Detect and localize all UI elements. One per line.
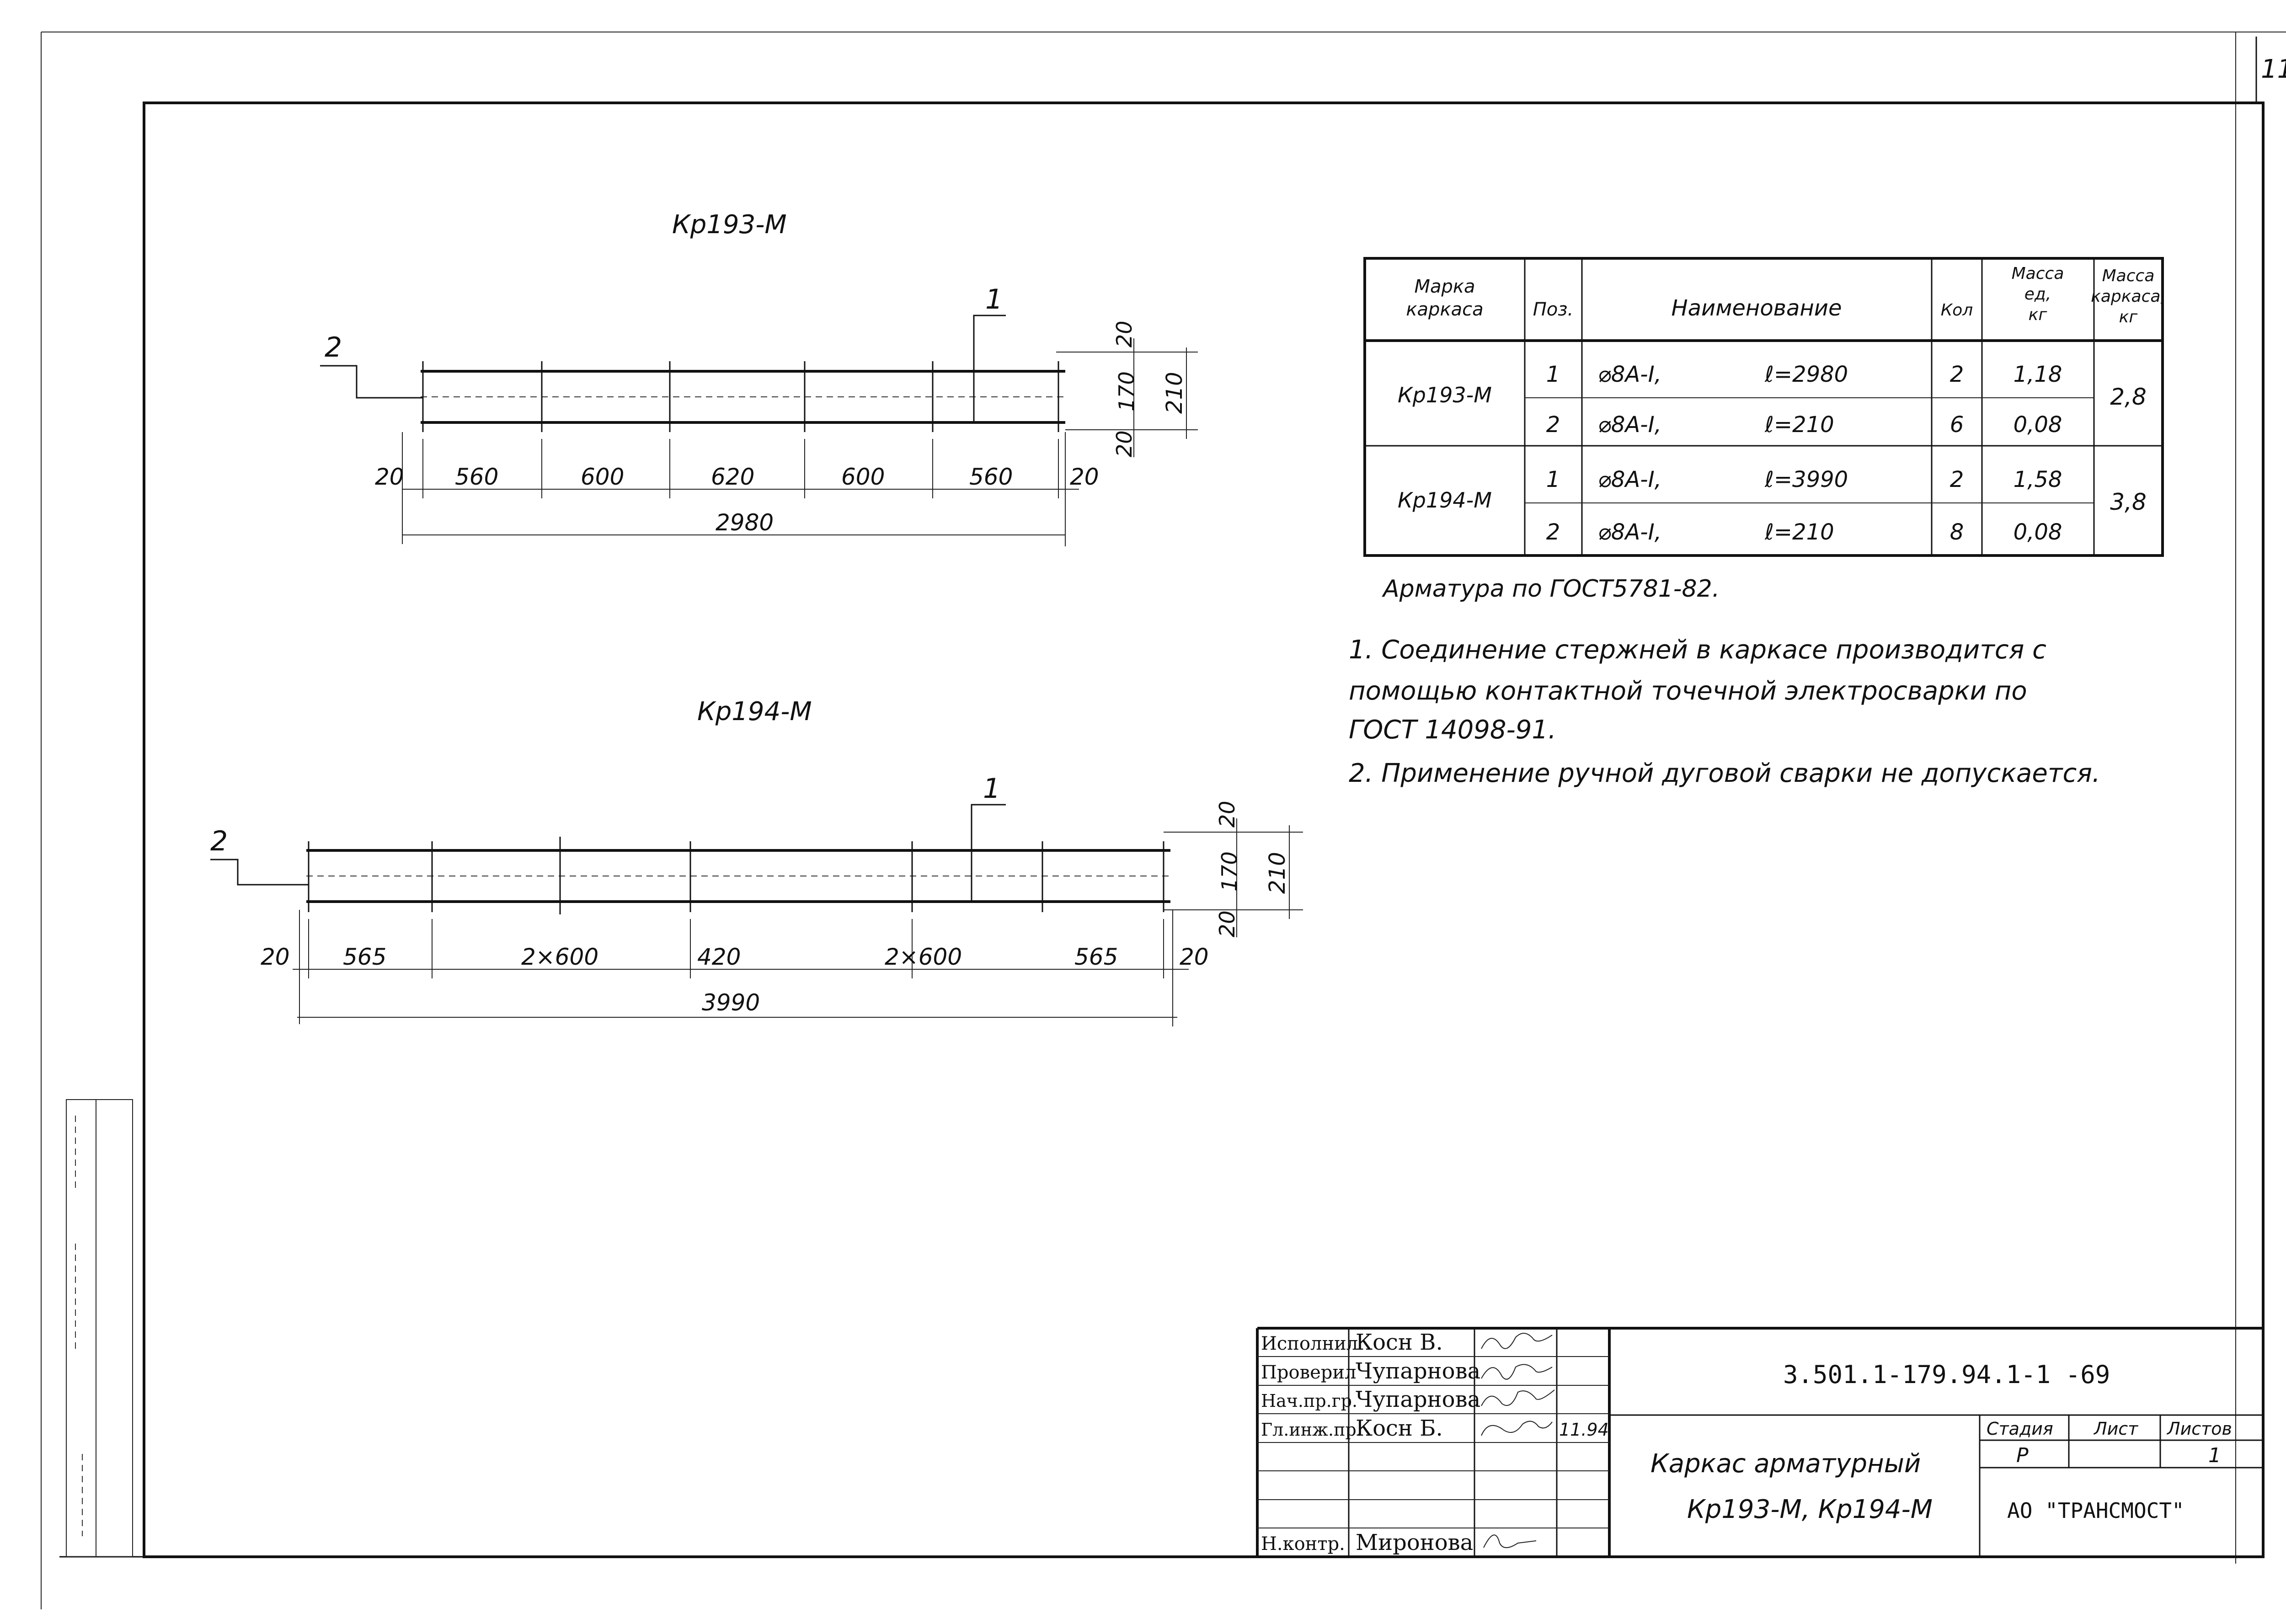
tb-date: 11.94: [1559, 1420, 1609, 1440]
drawing-1-v-mid: 170: [1114, 371, 1139, 411]
spec-mass: 1,58: [2014, 467, 2062, 492]
drawing-1-callout-1: 1: [985, 283, 1003, 315]
spec-pos: 1: [1546, 362, 1560, 387]
drawing-2-v-top: 20: [1215, 801, 1239, 828]
signature: [1481, 1364, 1553, 1380]
drawing-1-span-label: 600: [841, 464, 885, 490]
spec-name: ⌀8А-I,: [1598, 519, 1661, 545]
spec-length: ℓ=210: [1764, 519, 1834, 545]
spec-qty: 2: [1950, 467, 1964, 492]
spec-total-mass: 2,8: [2110, 384, 2147, 410]
tb-name: Миронова: [1356, 1530, 1473, 1555]
drawing-2-span-label: 565: [1074, 944, 1118, 970]
drawing-2-total: 3990: [702, 989, 760, 1016]
drawing-2-span-label: 2×600: [885, 944, 962, 970]
note-1-line-3: ГОСТ 14098-91.: [1349, 715, 1556, 745]
drawing-1-end-right: 20: [1070, 464, 1099, 490]
spec-mark: Кр193-М: [1398, 383, 1492, 407]
drawing-2-title: Кр194-М: [697, 697, 812, 727]
tb-sheet-label: Лист: [2093, 1419, 2139, 1439]
tb-stage-value: Р: [2016, 1444, 2029, 1467]
spec-name: ⌀8А-I,: [1598, 362, 1661, 387]
drawing-2-span-label: 565: [343, 944, 386, 970]
tb-role: Исполнил: [1261, 1333, 1358, 1354]
spec-qty: 6: [1950, 412, 1964, 438]
sheet-number: 11: [2261, 54, 2286, 84]
spec-length: ℓ=210: [1764, 412, 1834, 438]
tb-name: Чупарнова: [1356, 1358, 1480, 1384]
tb-stage-label: Стадия: [1987, 1419, 2053, 1439]
spec-header-qty: Кол: [1941, 301, 1973, 320]
frame-drawing-1: Кр193-М 1 2 20 560 600 620 600 560: [320, 210, 1198, 546]
tb-name: Косн Б.: [1356, 1416, 1443, 1441]
spec-mass: 0,08: [2014, 519, 2062, 545]
note-2: 2. Применение ручной дуговой сварки не д…: [1349, 759, 2100, 788]
drawing-2-callout-1: 1: [983, 773, 1000, 805]
spec-total-mass: 3,8: [2110, 489, 2147, 515]
spec-mass: 0,08: [2014, 412, 2062, 438]
tb-name: Косн В.: [1356, 1330, 1443, 1355]
tb-sheets-value: 1: [2208, 1444, 2221, 1467]
spec-header-name: Наименование: [1671, 295, 1842, 321]
spec-length: ℓ=2980: [1764, 362, 1848, 387]
drawing-2-v-total: 210: [1265, 852, 1290, 894]
spec-mark: Кр194-М: [1398, 488, 1492, 513]
tb-sheets-label: Листов: [2166, 1419, 2232, 1439]
drawing-1-callout-2: 2: [325, 331, 342, 363]
tb-role: Н.контр.: [1261, 1533, 1345, 1555]
drawing-1-title: Кр193-М: [672, 210, 787, 240]
spec-pos: 1: [1546, 467, 1560, 492]
spec-pos: 2: [1546, 519, 1560, 545]
signature: [1481, 1333, 1553, 1349]
notes: Арматура по ГОСТ5781-82. 1. Соединение с…: [1349, 575, 2100, 788]
spec-header-pos: Поз.: [1533, 299, 1574, 320]
spec-mass: 1,18: [2014, 362, 2062, 387]
drawing-1-v-total: 210: [1162, 372, 1187, 414]
spec-qty: 8: [1950, 519, 1964, 545]
binding-strip: [66, 1099, 133, 1557]
spec-name: ⌀8А-I,: [1598, 467, 1661, 492]
tb-name: Чупарнова: [1356, 1387, 1480, 1412]
drawing-2-callout-2: 2: [210, 825, 228, 857]
tb-role: Гл.инж.пр.: [1261, 1420, 1362, 1440]
drawing-1-span-label: 600: [581, 464, 624, 490]
signature: [1483, 1534, 1537, 1548]
spec-name: ⌀8А-I,: [1598, 412, 1661, 438]
tb-title-line-1: Каркас арматурный: [1650, 1449, 1921, 1479]
tb-doc-code: 3.501.1-179.94.1-1 -69: [1783, 1360, 2110, 1389]
drawing-1-end-left: 20: [375, 464, 404, 490]
note-rebar-standard: Арматура по ГОСТ5781-82.: [1382, 575, 1720, 603]
note-1-line-2: помощью контактной точечной электросварк…: [1349, 676, 2027, 706]
drawing-1-v-bot: 20: [1112, 430, 1137, 457]
drawing-2-v-mid: 170: [1217, 851, 1242, 892]
tb-organization: АО "ТРАНСМОСТ": [2007, 1498, 2185, 1523]
drawing-1-span-label: 560: [969, 464, 1013, 490]
tb-role: Проверил: [1261, 1362, 1356, 1383]
drawing-2-v-bot: 20: [1215, 910, 1239, 937]
spec-length: ℓ=3990: [1764, 467, 1848, 492]
signature: [1481, 1421, 1553, 1436]
drawing-1-span-label: 560: [455, 464, 498, 490]
sheet-frame: [41, 32, 2286, 1609]
spec-pos: 2: [1546, 412, 1560, 438]
drawing-2-end-left: 20: [261, 944, 290, 970]
frame-drawing-2: Кр194-М 1 2 20 565 2×600 420 2×600 565 2…: [210, 697, 1303, 1026]
drawing-1-span-label: 620: [711, 464, 754, 490]
spec-qty: 2: [1950, 362, 1964, 387]
note-1-line-1: 1. Соединение стержней в каркасе произво…: [1349, 635, 2046, 665]
tb-title-line-2: Кр193-М, Кр194-М: [1687, 1495, 1933, 1524]
drawing-2-end-right: 20: [1180, 944, 1209, 970]
signature: [1481, 1389, 1555, 1406]
title-block: Исполнил Проверил Нач.пр.гр. Гл.инж.пр. …: [1256, 1327, 2263, 1557]
tb-role: Нач.пр.гр.: [1261, 1391, 1357, 1411]
drawing-1-total: 2980: [716, 509, 774, 536]
drawing-2-span-label: 2×600: [521, 944, 598, 970]
drawing-2-span-label: 420: [697, 944, 741, 970]
drawing-1-v-top: 20: [1112, 321, 1137, 347]
